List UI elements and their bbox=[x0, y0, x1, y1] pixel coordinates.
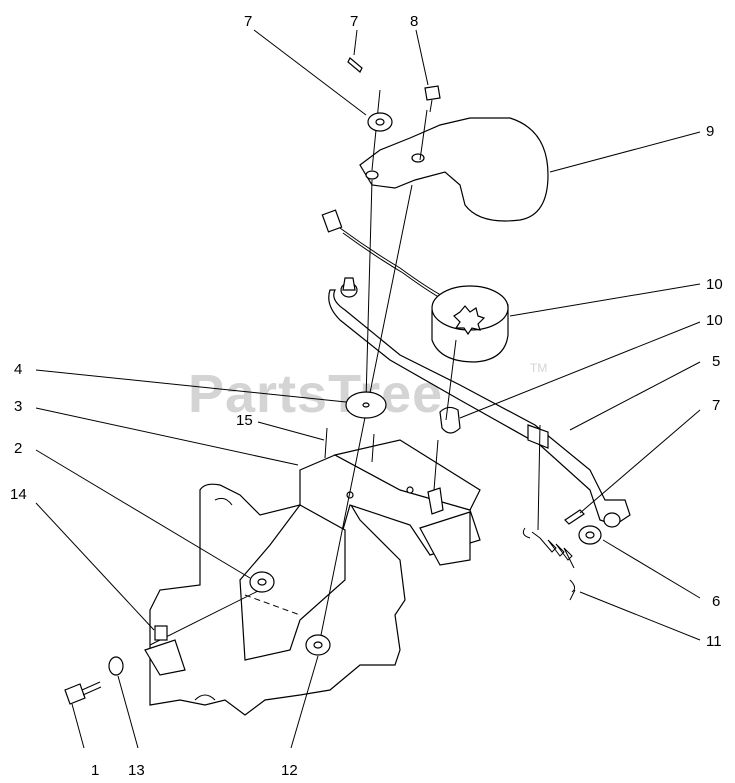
callout-7-top: 7 bbox=[350, 13, 358, 30]
callout-labels: 7 7 8 9 10 10 5 7 6 11 4 3 15 2 14 1 13 … bbox=[10, 13, 723, 779]
callout-3: 3 bbox=[14, 398, 22, 415]
callout-12: 12 bbox=[281, 762, 298, 779]
callout-5: 5 bbox=[712, 353, 720, 370]
callout-10-lower: 10 bbox=[706, 312, 723, 329]
callout-1: 1 bbox=[91, 762, 99, 779]
callout-8: 8 bbox=[410, 13, 418, 30]
hardware bbox=[64, 57, 621, 705]
callout-11: 11 bbox=[706, 633, 722, 650]
damper-part-10 bbox=[431, 285, 509, 363]
callout-15: 15 bbox=[236, 412, 253, 429]
callout-14: 14 bbox=[10, 486, 27, 503]
callout-4: 4 bbox=[14, 361, 22, 378]
callout-10-top: 10 bbox=[706, 276, 723, 293]
callout-9: 9 bbox=[706, 123, 714, 140]
watermark-trademark: TM bbox=[530, 361, 547, 375]
watermark-text: PartsTree bbox=[188, 364, 443, 424]
wire-harness bbox=[321, 209, 454, 306]
grommet-part-10 bbox=[439, 406, 461, 434]
lever-part-5 bbox=[328, 289, 631, 526]
plate-part-9 bbox=[359, 117, 549, 222]
bracket-part-3 bbox=[239, 439, 481, 661]
callout-13: 13 bbox=[128, 762, 145, 779]
callout-6-right: 6 bbox=[712, 593, 720, 610]
callout-2: 2 bbox=[14, 440, 22, 457]
callout-7-right: 7 bbox=[712, 397, 720, 414]
callout-6-top: 7 bbox=[244, 13, 252, 30]
leader-lines bbox=[35, 29, 701, 749]
